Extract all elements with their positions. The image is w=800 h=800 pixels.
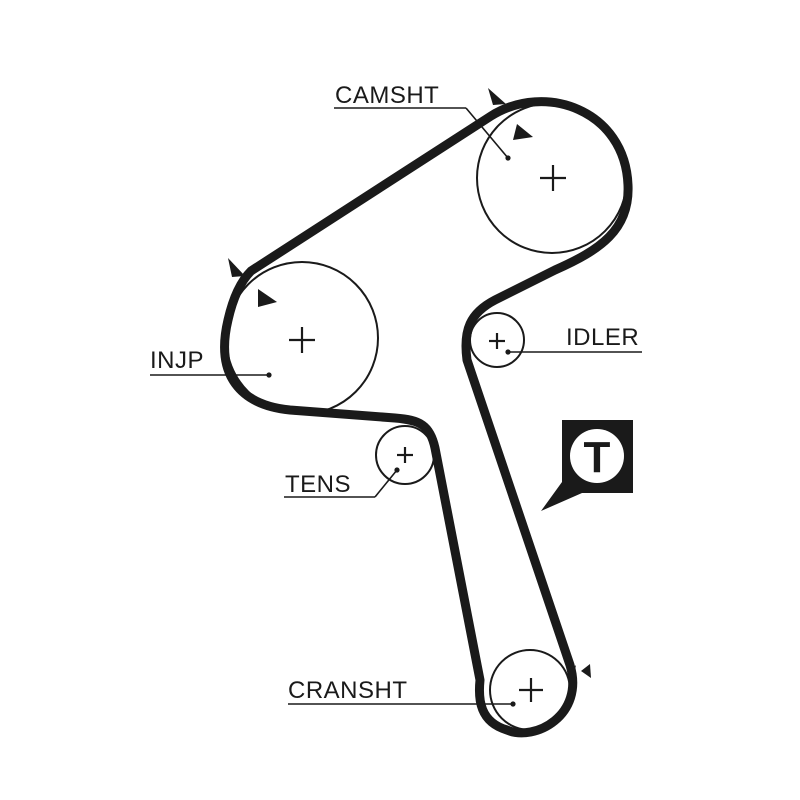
injection-pump-label: INJP	[150, 347, 204, 374]
idler-pulley	[469, 312, 525, 368]
injection-pump-leader	[150, 372, 272, 378]
tensioner-pulley	[375, 425, 435, 485]
camshaft-leader	[334, 107, 511, 161]
idler-leader	[505, 349, 642, 355]
camshaft-pulley	[476, 102, 628, 254]
camshaft-label: CAMSHT	[335, 82, 439, 109]
camshaft-outer-timing-mark	[488, 88, 506, 105]
tensioner-label: TENS	[285, 471, 351, 498]
crankshaft-pulley	[489, 649, 571, 731]
injection-pump-outer-timing-mark	[228, 258, 245, 277]
crankshaft-inner-timing-mark	[567, 665, 576, 680]
timing-belt	[220, 97, 633, 738]
injection-pump-inner-timing-mark	[258, 289, 277, 307]
crankshaft-outer-timing-mark	[581, 664, 591, 678]
tension-badge-letter: T	[584, 433, 611, 482]
tension-tool-icon: T	[541, 420, 633, 511]
injection-pump-pulley	[225, 261, 379, 415]
idler-label: IDLER	[566, 324, 639, 351]
crankshaft-leader	[288, 701, 516, 707]
tensioner-leader	[284, 467, 400, 498]
camshaft-inner-timing-mark	[513, 124, 533, 140]
crankshaft-label: CRANSHT	[288, 677, 408, 704]
